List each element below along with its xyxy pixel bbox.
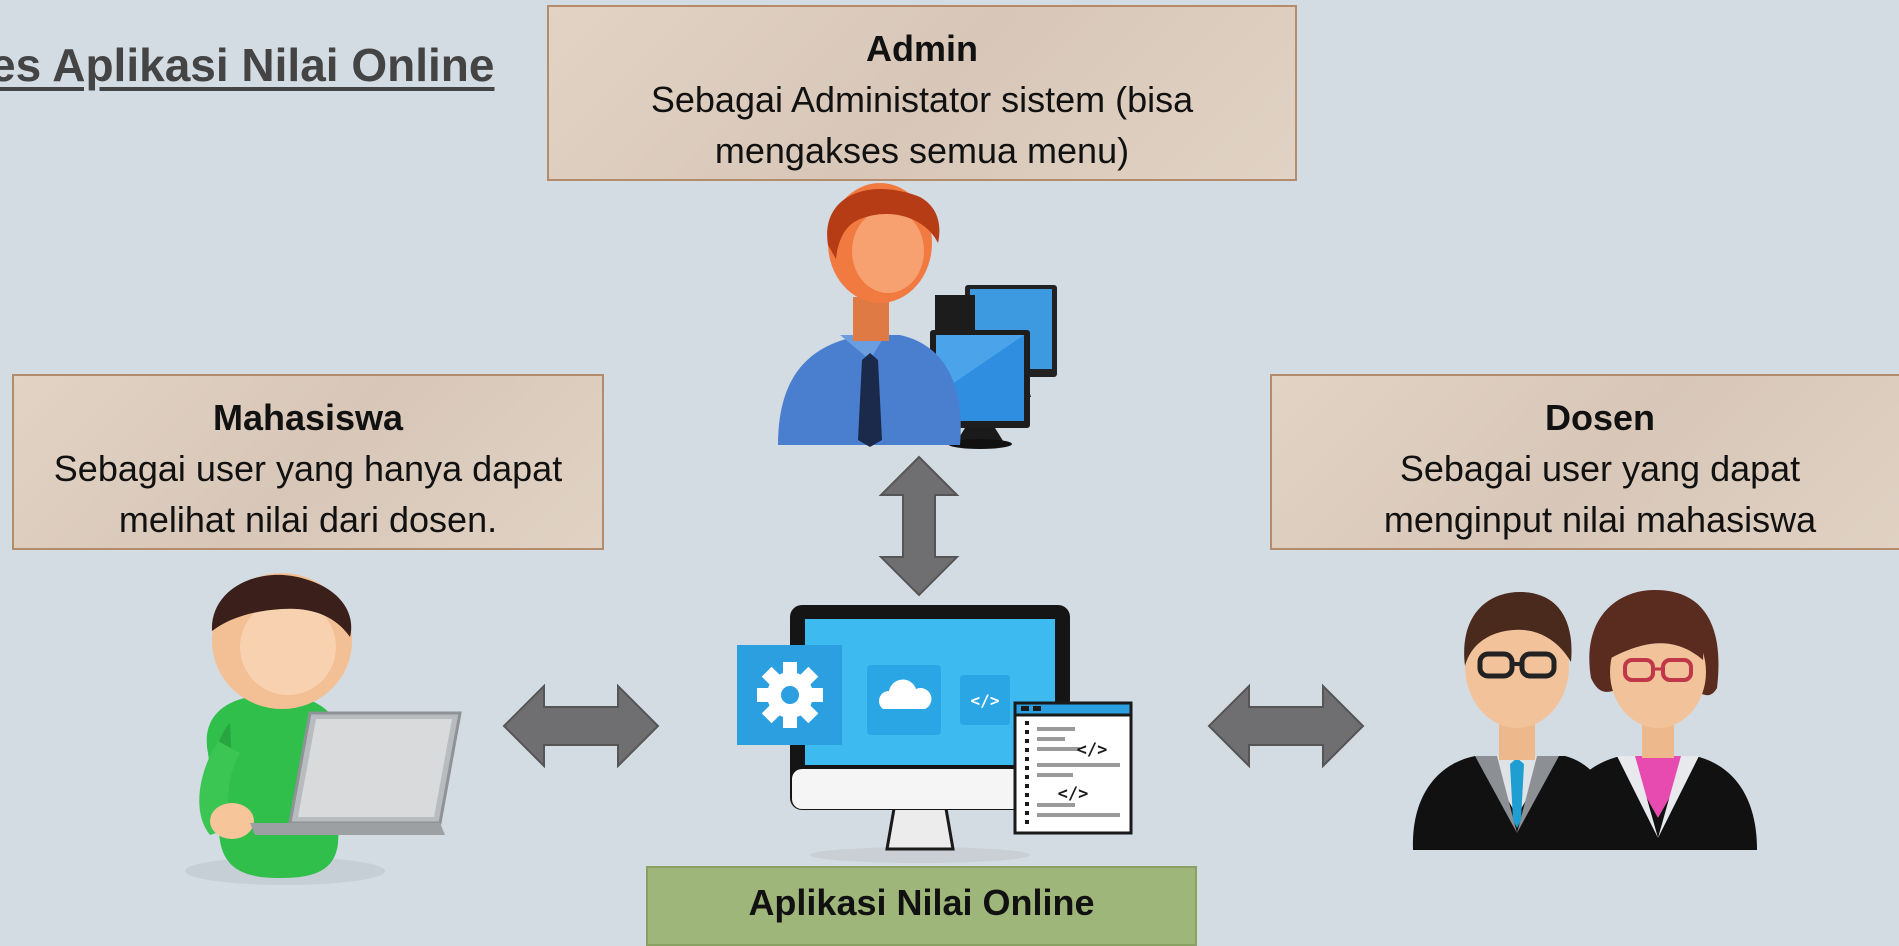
student-with-laptop-icon bbox=[185, 573, 462, 885]
mahasiswa-desc-line2: melihat nilai dari dosen. bbox=[118, 499, 498, 540]
admin-role-title: Admin bbox=[866, 28, 978, 69]
slide-title: es Aplikasi Nilai Online bbox=[0, 39, 495, 91]
svg-text:</>: </> bbox=[1077, 740, 1108, 760]
mahasiswa-role-box: Mahasiswa Sebagai user yang hanya dapat … bbox=[12, 374, 604, 550]
web-application-monitor-icon: </> </> </> bbox=[737, 605, 1133, 863]
dosen-role-box: Dosen Sebagai user yang dapat menginput … bbox=[1270, 374, 1899, 550]
dosen-desc-line1: Sebagai user yang dapat bbox=[1399, 448, 1801, 489]
admin-with-computers-icon bbox=[778, 183, 1057, 449]
double-headed-arrow-icon bbox=[878, 455, 960, 597]
lecturers-pair-icon bbox=[1412, 590, 1757, 850]
mahasiswa-desc-line1: Sebagai user yang hanya dapat bbox=[53, 448, 563, 489]
admin-desc-line1: Sebagai Administator sistem (bisa bbox=[650, 79, 1194, 120]
application-label: Aplikasi Nilai Online bbox=[646, 866, 1197, 946]
svg-text:</>: </> bbox=[971, 691, 1000, 710]
dosen-desc-line2: menginput nilai mahasiswa bbox=[1383, 499, 1817, 540]
double-headed-arrow-icon bbox=[502, 683, 660, 769]
double-headed-arrow-icon bbox=[1207, 683, 1365, 769]
svg-text:</>: </> bbox=[1058, 784, 1089, 804]
mahasiswa-role-title: Mahasiswa bbox=[212, 397, 404, 438]
admin-desc-line2: mengakses semua menu) bbox=[714, 130, 1130, 171]
admin-role-box: Admin Sebagai Administator sistem (bisa … bbox=[547, 5, 1297, 181]
dosen-role-title: Dosen bbox=[1544, 397, 1656, 438]
